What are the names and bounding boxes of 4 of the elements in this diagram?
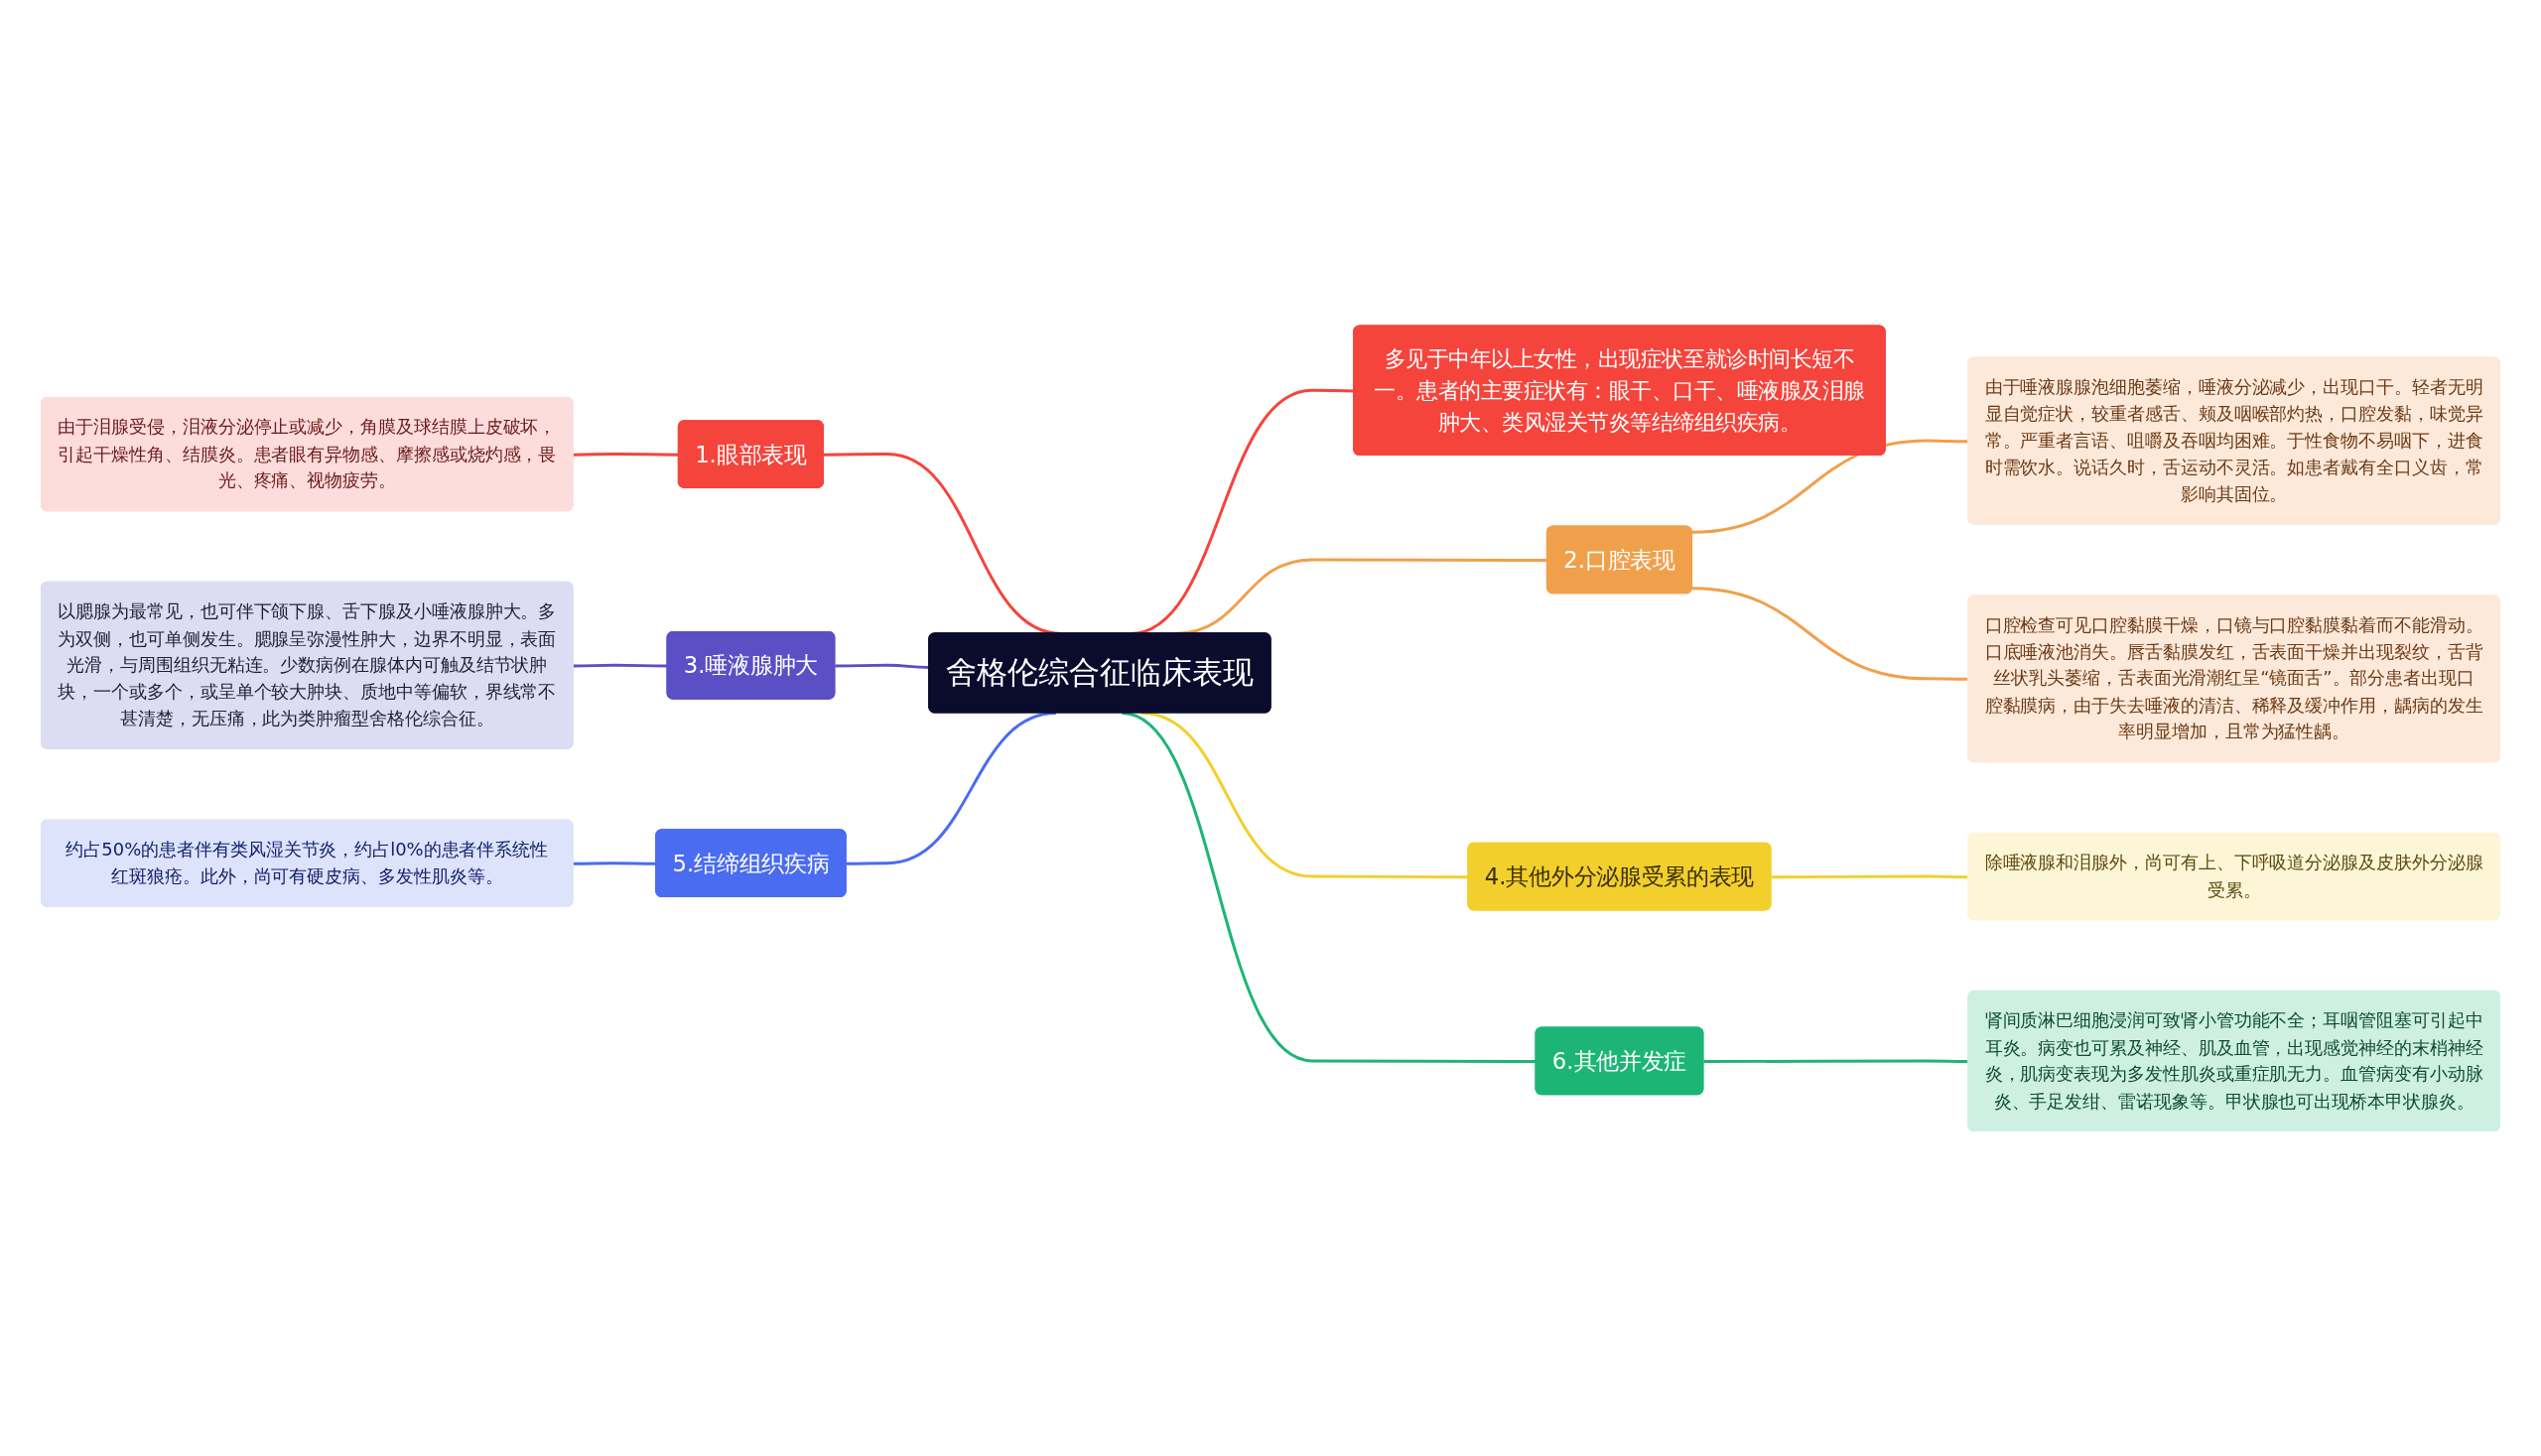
connector <box>1122 711 1537 1063</box>
connector <box>846 711 1057 865</box>
connector <box>1141 711 1469 878</box>
connector <box>573 663 668 668</box>
